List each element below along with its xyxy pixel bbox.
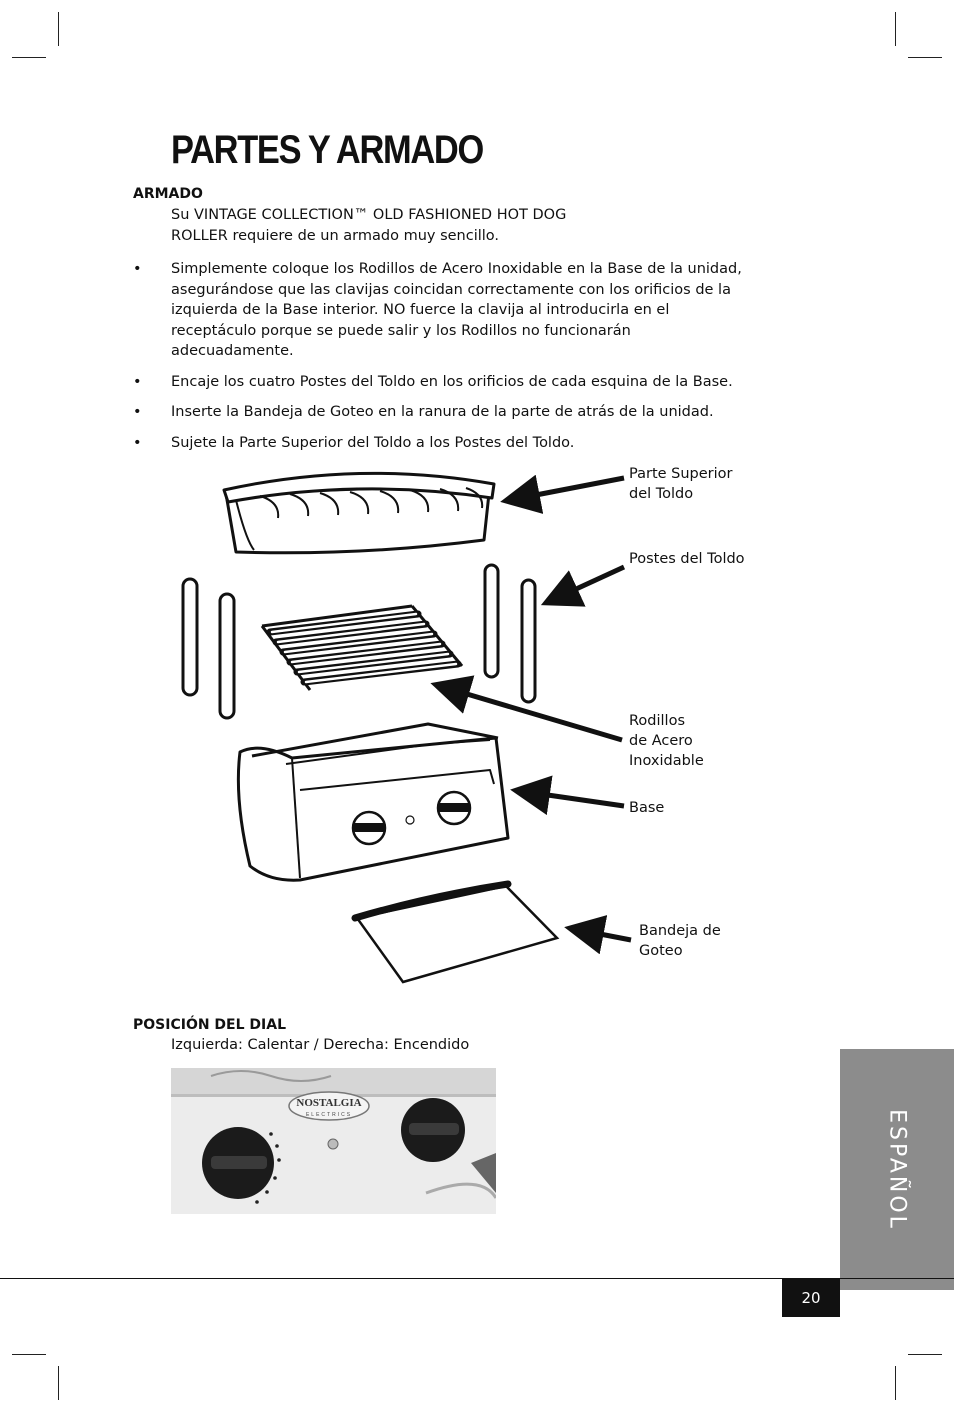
bullet: •	[133, 372, 142, 393]
dial-photo-image: NOSTALGIA ELECTRICS	[171, 1068, 496, 1214]
label-canopy-top: Parte Superior del Toldo	[629, 464, 733, 504]
crop-mark	[12, 57, 46, 58]
language-tab: ESPAÑOL	[840, 1049, 954, 1290]
crop-mark	[908, 57, 942, 58]
intro-text: Su VINTAGE COLLECTION™ OLD FASHIONED HOT…	[171, 205, 591, 246]
page-title: PARTES Y ARMADO	[171, 128, 483, 173]
page-number: 20	[782, 1279, 840, 1317]
list-item: • Encaje los cuatro Postes del Toldo en l…	[133, 372, 753, 393]
list-item-text: Sujete la Parte Superior del Toldo a los…	[171, 435, 574, 451]
list-item: • Sujete la Parte Superior del Toldo a lo…	[133, 433, 753, 454]
language-tab-label: ESPAÑOL	[885, 1109, 910, 1231]
photo-logo-subtext: ELECTRICS	[306, 1112, 352, 1118]
label-drip-tray: Bandeja de Goteo	[639, 921, 721, 961]
crop-mark	[895, 1366, 896, 1400]
intro-line: Su VINTAGE COLLECTION™ OLD FASHIONED HOT…	[171, 205, 591, 226]
list-item-text: Encaje los cuatro Postes del Toldo en lo…	[171, 374, 733, 390]
label-line: Parte Superior	[629, 464, 733, 484]
label-posts: Postes del Toldo	[629, 549, 745, 569]
intro-line: ROLLER requiere de un armado muy sencill…	[171, 226, 591, 247]
label-line: de Acero	[629, 731, 704, 751]
dial-photo: NOSTALGIA ELECTRICS	[171, 1068, 496, 1214]
pointer-arrows	[440, 478, 631, 940]
label-line: Rodillos	[629, 711, 704, 731]
drip-tray-illustration	[355, 884, 557, 982]
bullet: •	[133, 433, 142, 454]
section-heading-armado: ARMADO	[133, 186, 203, 202]
base-illustration	[238, 724, 508, 880]
dial-text: Izquierda: Calentar / Derecha: Encendido	[171, 1035, 469, 1056]
list-item-text: Simplemente coloque los Rodillos de Acer…	[171, 261, 742, 359]
label-base: Base	[629, 798, 664, 818]
crop-mark	[895, 12, 896, 46]
label-line: Inoxidable	[629, 751, 704, 771]
label-rollers: Rodillos de Acero Inoxidable	[629, 711, 704, 771]
label-line: del Toldo	[629, 484, 733, 504]
bullet: •	[133, 259, 142, 280]
section-heading-dial: POSICIÓN DEL DIAL	[133, 1017, 286, 1033]
canopy-top-illustration	[224, 473, 494, 552]
photo-logo-text: NOSTALGIA	[296, 1097, 361, 1109]
instruction-list: • Simplemente coloque los Rodillos de Ace…	[133, 259, 753, 463]
crop-mark	[58, 1366, 59, 1400]
crop-mark	[908, 1354, 942, 1355]
parts-diagram	[170, 455, 650, 995]
crop-mark	[58, 12, 59, 46]
crop-mark	[12, 1354, 46, 1355]
bullet: •	[133, 402, 142, 423]
label-line: Goteo	[639, 941, 721, 961]
list-item-text: Inserte la Bandeja de Goteo en la ranura…	[171, 404, 714, 420]
list-item: • Simplemente coloque los Rodillos de Ace…	[133, 259, 753, 362]
rollers-illustration	[262, 606, 462, 690]
label-line: Bandeja de	[639, 921, 721, 941]
list-item: • Inserte la Bandeja de Goteo en la ranur…	[133, 402, 753, 423]
